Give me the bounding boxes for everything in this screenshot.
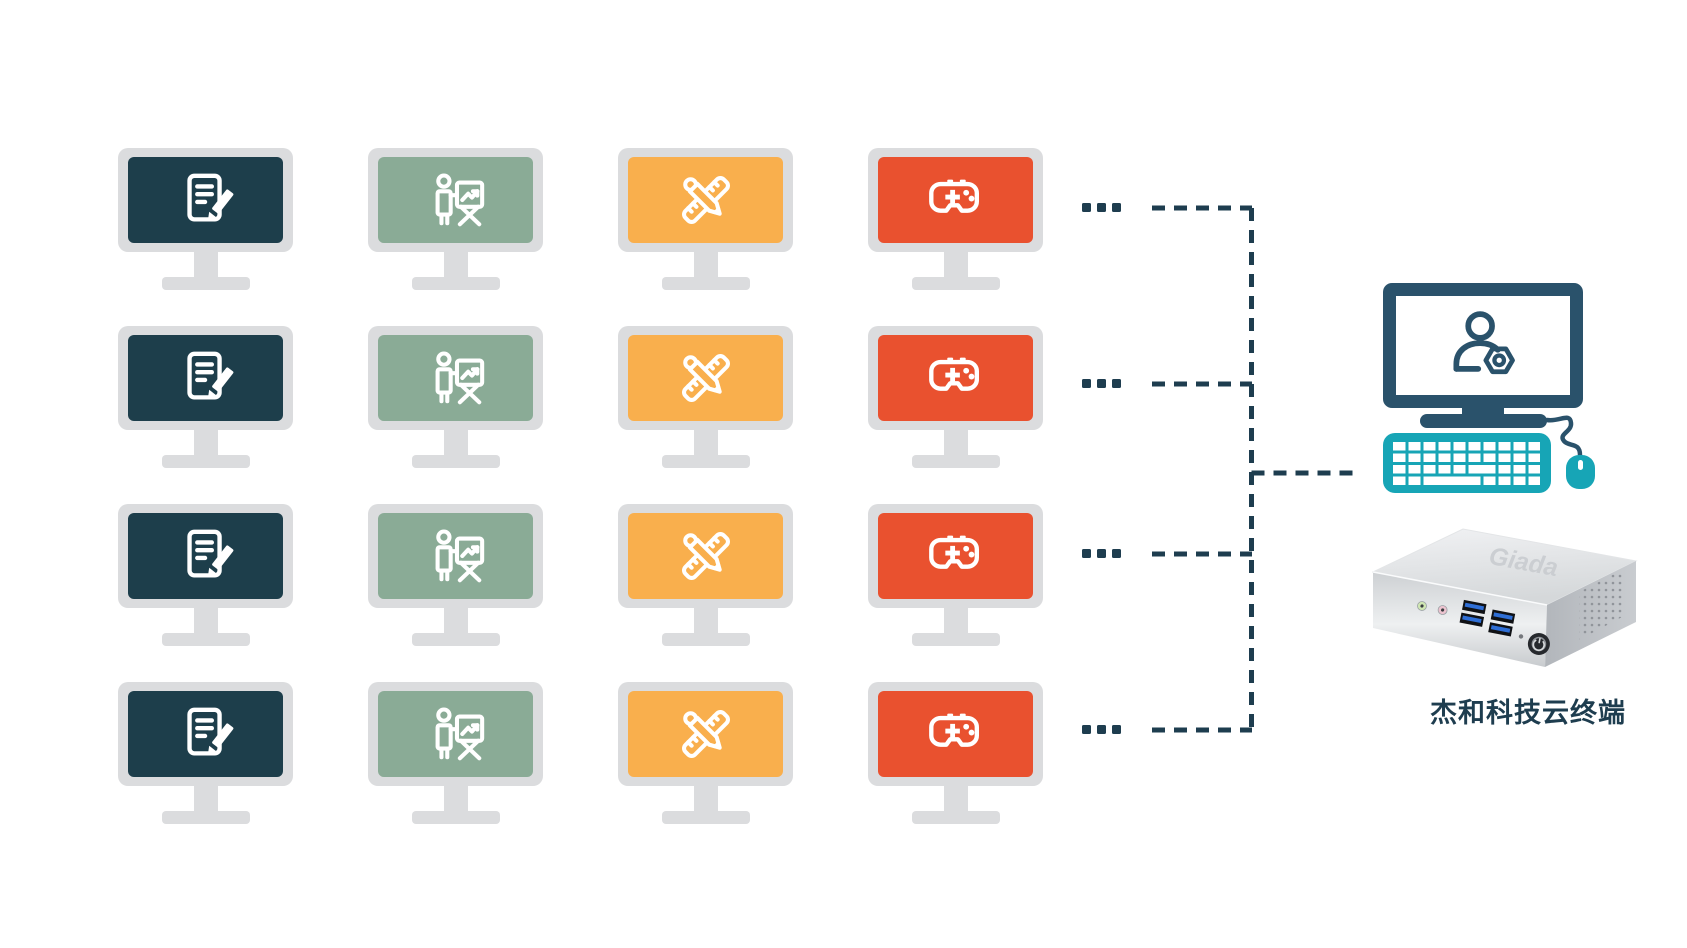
ellipsis-dots xyxy=(1082,379,1121,388)
presenter-whiteboard-icon xyxy=(424,525,488,587)
gamepad-icon xyxy=(923,525,989,587)
client-monitor-office xyxy=(118,504,293,682)
monitor-stand xyxy=(443,429,468,455)
monitor-stand xyxy=(443,607,468,633)
mouse-icon xyxy=(1566,455,1595,489)
client-monitor-gaming xyxy=(868,682,1043,860)
keyboard-icon xyxy=(1383,433,1551,493)
monitor-base xyxy=(161,455,250,468)
client-monitor-gaming xyxy=(868,326,1043,504)
monitor-base xyxy=(161,633,250,646)
monitor-base xyxy=(661,277,750,290)
ruler-pencil-icon xyxy=(674,703,738,765)
mouse-cable xyxy=(1544,415,1583,458)
monitor-base xyxy=(911,633,1000,646)
gamepad-icon xyxy=(923,169,989,231)
dashed-connector-lines xyxy=(1152,205,1353,733)
gamepad-icon xyxy=(923,703,989,765)
monitor-stand xyxy=(943,429,968,455)
monitor-stand xyxy=(193,607,218,633)
monitor-stand xyxy=(943,785,968,811)
presenter-whiteboard-icon xyxy=(424,703,488,765)
monitor-base xyxy=(411,455,500,468)
ruler-pencil-icon xyxy=(674,525,738,587)
ellipsis-dots xyxy=(1082,725,1121,734)
presenter-whiteboard-icon xyxy=(424,169,488,231)
client-monitor-design xyxy=(618,148,793,326)
monitor-base xyxy=(911,277,1000,290)
presenter-whiteboard-icon xyxy=(424,347,488,409)
monitor-base xyxy=(411,633,500,646)
monitor-base xyxy=(411,811,500,824)
document-edit-icon xyxy=(174,169,238,231)
cloud-terminal-device: Giada xyxy=(1372,528,1638,667)
monitor-stand xyxy=(693,785,718,811)
admin-monitor-base xyxy=(1420,414,1547,428)
monitor-base xyxy=(161,811,250,824)
monitor-base xyxy=(911,455,1000,468)
monitor-base xyxy=(161,277,250,290)
monitor-base xyxy=(661,455,750,468)
monitor-stand xyxy=(193,429,218,455)
monitor-stand xyxy=(443,785,468,811)
vent-holes xyxy=(1579,569,1624,640)
user-gear-icon xyxy=(1437,306,1529,386)
monitor-base xyxy=(411,277,500,290)
monitor-stand xyxy=(693,429,718,455)
client-monitor-office xyxy=(118,682,293,860)
monitor-base xyxy=(661,811,750,824)
monitor-stand xyxy=(693,607,718,633)
monitor-stand xyxy=(443,251,468,277)
monitor-stand xyxy=(193,785,218,811)
monitor-stand xyxy=(943,251,968,277)
monitor-base xyxy=(661,633,750,646)
admin-monitor xyxy=(1383,283,1583,408)
ruler-pencil-icon xyxy=(674,347,738,409)
monitor-stand xyxy=(193,251,218,277)
front-ports xyxy=(1417,599,1550,656)
ellipsis-dots xyxy=(1082,203,1121,212)
client-monitor-presentation xyxy=(368,504,543,682)
document-edit-icon xyxy=(174,347,238,409)
ruler-pencil-icon xyxy=(674,169,738,231)
monitor-stand xyxy=(693,251,718,277)
client-monitor-design xyxy=(618,326,793,504)
document-edit-icon xyxy=(174,525,238,587)
gamepad-icon xyxy=(923,347,989,409)
monitor-base xyxy=(911,811,1000,824)
client-monitor-gaming xyxy=(868,504,1043,682)
client-monitor-office xyxy=(118,148,293,326)
client-monitor-design xyxy=(618,682,793,860)
client-monitor-presentation xyxy=(368,326,543,504)
client-monitor-presentation xyxy=(368,148,543,326)
client-monitor-office xyxy=(118,326,293,504)
client-monitor-design xyxy=(618,504,793,682)
ellipsis-dots xyxy=(1082,549,1121,558)
client-monitor-gaming xyxy=(868,148,1043,326)
document-edit-icon xyxy=(174,703,238,765)
client-monitor-presentation xyxy=(368,682,543,860)
client-monitor-grid xyxy=(118,148,1043,860)
monitor-stand xyxy=(943,607,968,633)
device-label: 杰和科技云终端 xyxy=(1430,698,1626,728)
